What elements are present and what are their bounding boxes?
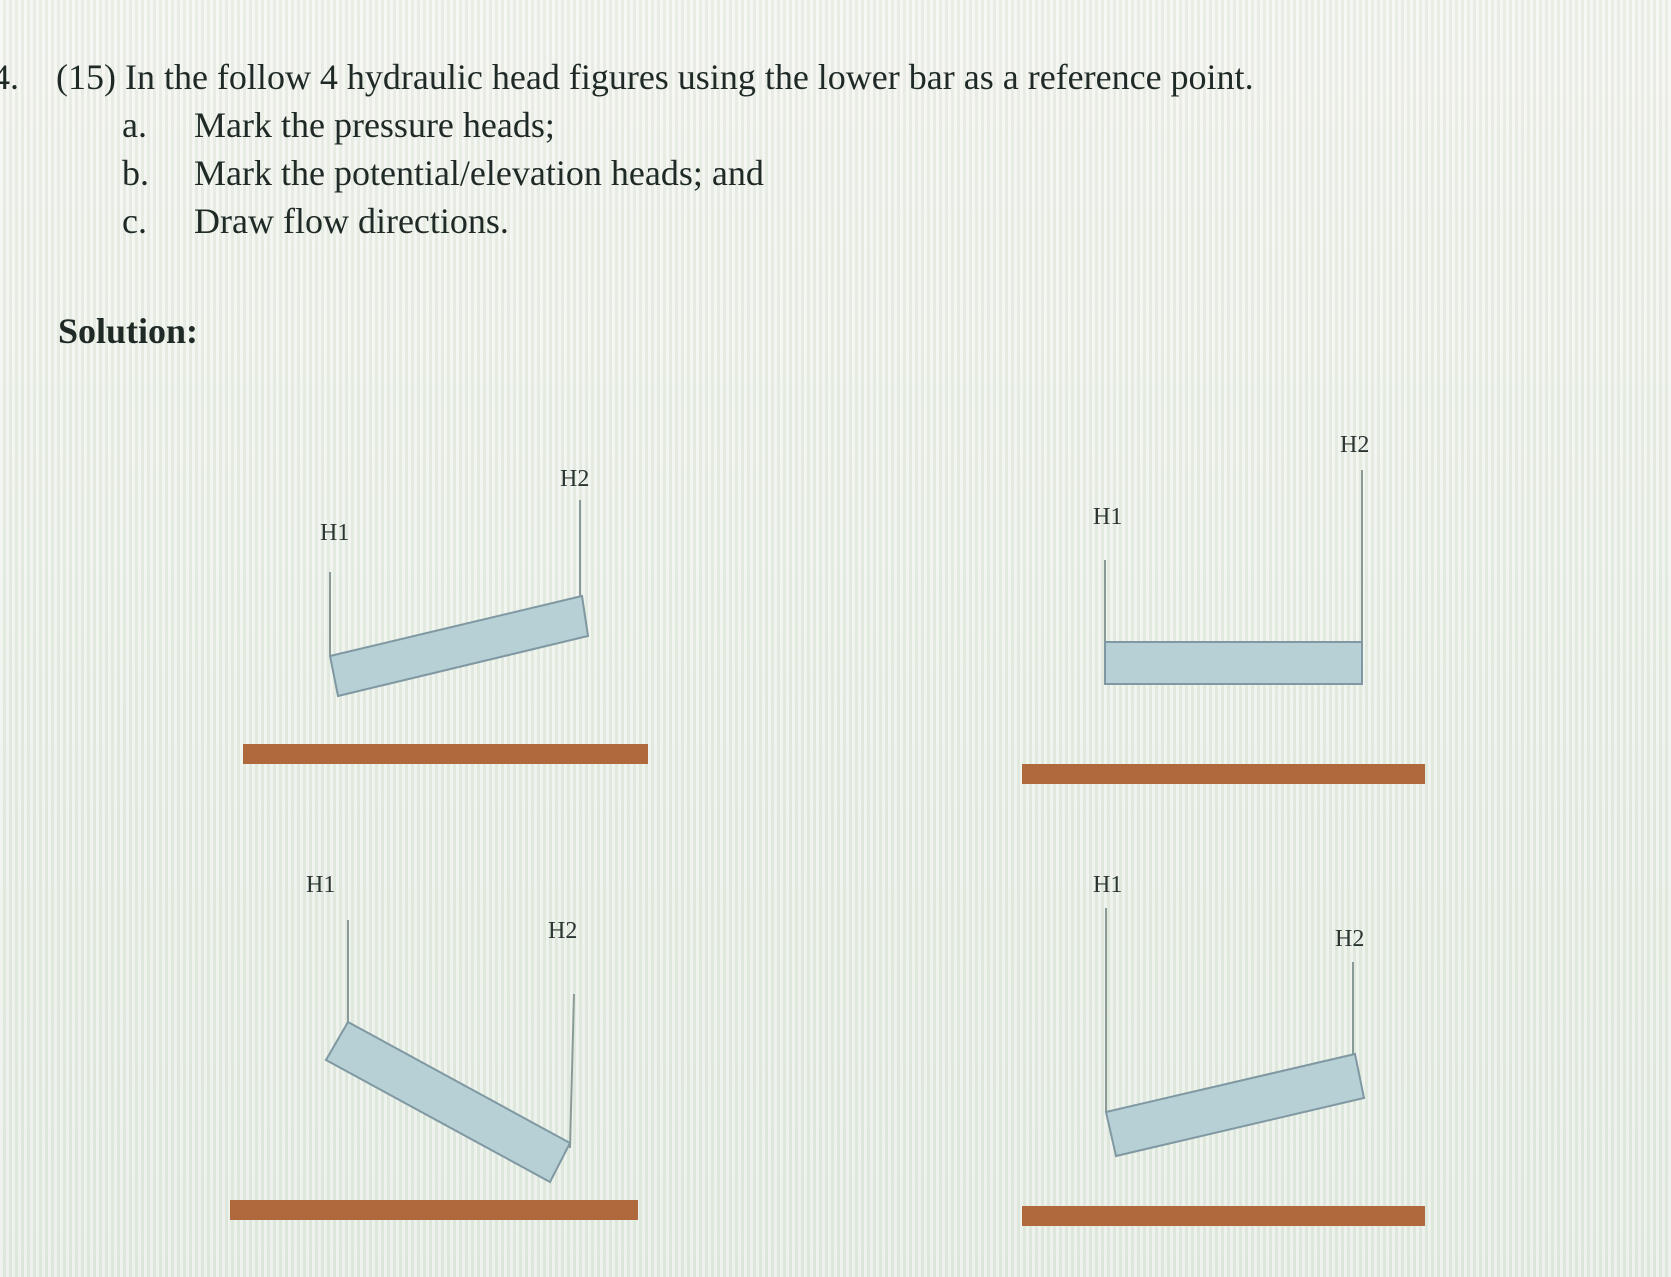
sub-item-b: b. Mark the potential/elevation heads; an… (122, 148, 764, 198)
pipe (328, 594, 590, 698)
standpipe-h2 (569, 993, 575, 1149)
sub-item-text: Draw flow directions. (194, 201, 509, 241)
figure-1: H1 H2 (243, 466, 648, 764)
solution-label: Solution: (58, 311, 199, 351)
h1-label: H1 (1093, 872, 1122, 898)
figure-4: H1 H2 (1022, 872, 1425, 1226)
sub-item-a: a. Mark the pressure heads; (122, 100, 555, 150)
reference-bar (1022, 764, 1425, 784)
pipe (1104, 1052, 1366, 1158)
question-text: (15) In the follow 4 hydraulic head figu… (56, 57, 1254, 97)
figure-2: H1 H2 (1022, 432, 1425, 784)
reference-bar (230, 1200, 638, 1220)
h1-label: H1 (1093, 504, 1122, 530)
pipe (324, 1020, 572, 1184)
h2-label: H2 (548, 918, 577, 944)
h2-label: H2 (1340, 432, 1369, 458)
sub-item-letter: a. (122, 105, 147, 145)
reference-bar (243, 744, 648, 764)
h1-label: H1 (320, 520, 349, 546)
sub-item-c: c. Draw flow directions. (122, 196, 509, 246)
reference-bar (1022, 1206, 1425, 1226)
sub-item-text: Mark the potential/elevation heads; and (194, 153, 764, 193)
h1-label: H1 (306, 872, 335, 898)
h2-label: H2 (560, 466, 589, 492)
question-number: 4. (0, 57, 19, 97)
sub-item-letter: c. (122, 201, 147, 241)
sub-item-letter: b. (122, 153, 149, 193)
sub-item-text: Mark the pressure heads; (194, 105, 555, 145)
figure-3: H1 H2 (230, 872, 638, 1220)
h2-label: H2 (1335, 926, 1364, 952)
pipe (1104, 641, 1363, 685)
